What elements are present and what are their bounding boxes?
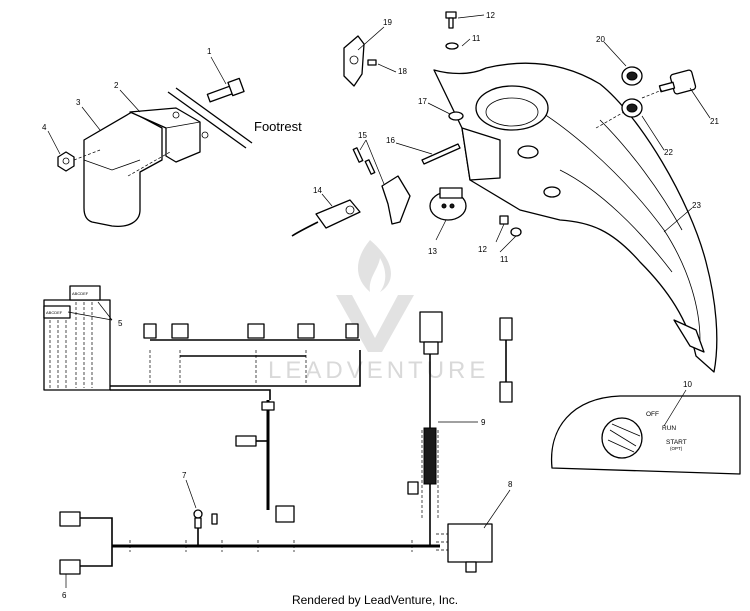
ignition-switch-detail-10: OFF RUN START (OPT) bbox=[550, 395, 741, 475]
console-housing-23 bbox=[433, 62, 718, 373]
screw-12-top bbox=[445, 11, 459, 50]
callout-4: 4 bbox=[42, 123, 47, 132]
connector-5a bbox=[69, 285, 101, 301]
connector-6b bbox=[59, 559, 81, 575]
console-gauge-opening bbox=[475, 85, 549, 131]
jumper-lead bbox=[499, 317, 513, 403]
footrest-edge-line bbox=[167, 91, 247, 149]
connector-lower-mid bbox=[275, 505, 295, 523]
callout-3: 3 bbox=[76, 98, 81, 107]
connector-6a bbox=[59, 511, 81, 527]
watermark: LEADVENTURE bbox=[268, 240, 489, 384]
bolt-1 bbox=[206, 77, 245, 103]
connector-mid bbox=[235, 435, 257, 447]
connector-top-3 bbox=[247, 323, 265, 339]
footrest-edge-line-inner bbox=[175, 87, 253, 144]
callout-1: 1 bbox=[207, 47, 212, 56]
connector-5b bbox=[43, 305, 71, 319]
connector-5b-pins: ABCDEF bbox=[46, 310, 63, 315]
leadventure-flame-logo bbox=[336, 240, 414, 352]
callout-13: 13 bbox=[428, 247, 437, 256]
footrest-assembly: Footrest bbox=[57, 77, 302, 228]
screw-18 bbox=[367, 59, 377, 66]
pad-block-3 bbox=[83, 111, 163, 228]
callout-16: 16 bbox=[386, 136, 395, 145]
callout-23: 23 bbox=[692, 201, 701, 210]
clip-16 bbox=[421, 143, 461, 165]
switch-start-label: START bbox=[666, 439, 687, 446]
harness-9-bundle bbox=[423, 427, 437, 485]
callout-20: 20 bbox=[596, 35, 605, 44]
mount-bracket-19 bbox=[343, 35, 377, 87]
connector-8 bbox=[447, 523, 493, 563]
callout-numbers: 1 2 3 4 5 6 7 8 9 10 11 11 12 12 13 14 1… bbox=[42, 11, 719, 600]
washer-11-top bbox=[445, 42, 459, 50]
switch-start-note: (OPT) bbox=[670, 446, 683, 451]
switch-13 bbox=[429, 187, 467, 221]
connector-top-2 bbox=[171, 323, 189, 339]
callout-5: 5 bbox=[118, 319, 123, 328]
ignition-key-21 bbox=[658, 69, 697, 95]
callout-12-top: 12 bbox=[486, 11, 495, 20]
callout-12-lower: 12 bbox=[478, 245, 487, 254]
callout-22: 22 bbox=[664, 148, 673, 157]
callout-10: 10 bbox=[683, 380, 692, 389]
callout-8: 8 bbox=[508, 480, 513, 489]
callout-6: 6 bbox=[62, 591, 67, 600]
callout-11-top: 11 bbox=[472, 34, 481, 43]
screw-12-lower bbox=[499, 215, 522, 237]
fasteners-15 bbox=[352, 147, 376, 175]
console-body bbox=[433, 62, 718, 373]
washer-17 bbox=[448, 111, 464, 121]
callout-17: 17 bbox=[418, 97, 427, 106]
ring-terminal-7 bbox=[193, 509, 218, 546]
callout-11-lower: 11 bbox=[500, 255, 509, 264]
callout-2: 2 bbox=[114, 81, 119, 90]
switch-off-label: OFF bbox=[646, 411, 659, 418]
grommet-20 bbox=[621, 66, 643, 86]
washer-11-lower bbox=[510, 227, 522, 237]
wiring-harness: ABCDEF ABCDEF bbox=[43, 285, 513, 575]
console-mount-tab bbox=[461, 127, 501, 181]
connector-top-5 bbox=[345, 323, 359, 339]
connector-9-top bbox=[419, 311, 443, 343]
leader-lines bbox=[47, 14, 711, 588]
callout-9: 9 bbox=[481, 418, 486, 427]
footrest-label: Footrest bbox=[254, 119, 302, 134]
connector-top-4 bbox=[297, 323, 315, 339]
callout-14: 14 bbox=[313, 186, 322, 195]
callout-21: 21 bbox=[710, 117, 719, 126]
watermark-text: LEADVENTURE bbox=[268, 357, 489, 384]
connector-5a-pins: ABCDEF bbox=[72, 291, 89, 296]
callout-19: 19 bbox=[383, 18, 392, 27]
nut-4 bbox=[57, 151, 75, 172]
pad-block-3-face bbox=[83, 159, 141, 171]
switch-run-label: RUN bbox=[662, 425, 676, 432]
sender-14 bbox=[291, 175, 411, 237]
callout-18: 18 bbox=[398, 67, 407, 76]
connector-top-1 bbox=[143, 323, 157, 339]
callout-15: 15 bbox=[358, 131, 367, 140]
callout-7: 7 bbox=[182, 471, 187, 480]
footer-credit: Rendered by LeadVenture, Inc. bbox=[291, 593, 459, 607]
spacer-block-2 bbox=[129, 107, 201, 163]
grommet-22 bbox=[621, 98, 643, 118]
